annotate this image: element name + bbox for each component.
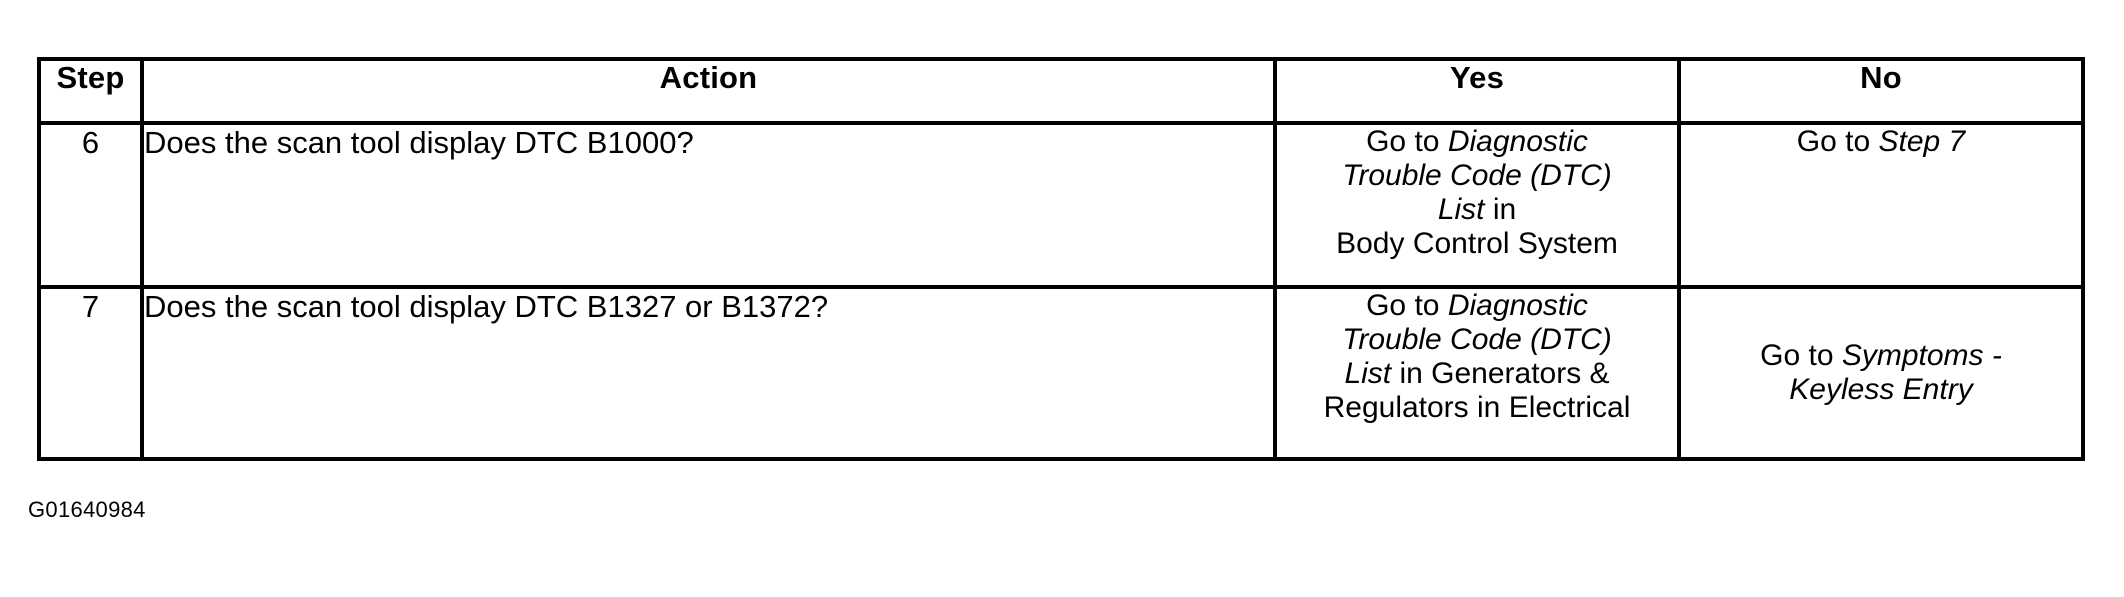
cell-step-number: 6 [37, 121, 144, 289]
yes-reference-title: Diagnostic [1447, 125, 1588, 158]
no-line: Go to Step 7 [1681, 125, 2081, 159]
column-header-no-label: No [1860, 60, 1902, 95]
table-header: Step Action Yes No [37, 57, 2085, 125]
table-header-row: Step Action Yes No [37, 57, 2085, 125]
yes-line: List in [1437, 193, 1517, 226]
cell-action-text: Does the scan tool display DTC B1327 or … [140, 285, 1277, 461]
yes-destination-section: Body Control System [1336, 227, 1618, 260]
cell-yes-result: Go to Diagnostic Trouble Code (DTC) List… [1273, 121, 1681, 289]
action-question: Does the scan tool display DTC B1000? [144, 125, 694, 160]
yes-line: Go to Diagnostic [1277, 125, 1677, 159]
yes-reference-title-cont: Trouble Code (DTC) [1342, 323, 1612, 356]
yes-lead-text: Go to [1366, 289, 1448, 322]
yes-line: Go to Diagnostic [1277, 289, 1677, 323]
column-header-no: No [1677, 57, 2085, 125]
column-header-action-label: Action [659, 60, 758, 95]
yes-lead-text: Go to [1366, 125, 1448, 158]
no-line: Go to Symptoms - [1687, 339, 2075, 373]
cell-step-number: 7 [37, 285, 144, 461]
no-lead-text: Go to [1796, 125, 1879, 158]
figure-identifier: G01640984 [28, 497, 146, 522]
yes-reference-title-cont: Trouble Code (DTC) [1342, 159, 1612, 192]
cell-action-text: Does the scan tool display DTC B1000? [140, 121, 1277, 289]
column-header-action: Action [140, 57, 1277, 125]
diagnostic-procedure-table: Step Action Yes No 6 [37, 57, 2085, 461]
no-lead-text: Go to [1760, 339, 1842, 372]
yes-destination-section: Regulators in Electrical [1323, 391, 1631, 424]
column-header-step-label: Step [56, 60, 125, 95]
diagnostic-table-container: Step Action Yes No 6 [37, 57, 2085, 461]
no-reference-title: Step 7 [1878, 125, 1966, 158]
no-reference-title: Symptoms - [1841, 339, 2002, 372]
table-body: 6 Does the scan tool display DTC B1000? … [37, 121, 2085, 461]
column-header-yes-label: Yes [1449, 60, 1505, 95]
column-header-yes: Yes [1273, 57, 1681, 125]
yes-reference-title-end: List [1437, 193, 1485, 226]
cell-no-result: Go to Symptoms - Keyless Entry [1677, 285, 2085, 461]
yes-reference-title: Diagnostic [1447, 289, 1588, 322]
table-row: 7 Does the scan tool display DTC B1327 o… [37, 285, 2085, 461]
action-question: Does the scan tool display DTC B1327 or … [144, 289, 829, 324]
column-header-step: Step [37, 57, 144, 125]
no-reference-title-cont: Keyless Entry [1789, 373, 1973, 406]
yes-line: List in Generators & [1344, 357, 1610, 390]
table-row: 6 Does the scan tool display DTC B1000? … [37, 121, 2085, 289]
yes-reference-title-end: List [1344, 357, 1392, 390]
cell-no-result: Go to Step 7 [1677, 121, 2085, 289]
cell-yes-result: Go to Diagnostic Trouble Code (DTC) List… [1273, 285, 1681, 461]
